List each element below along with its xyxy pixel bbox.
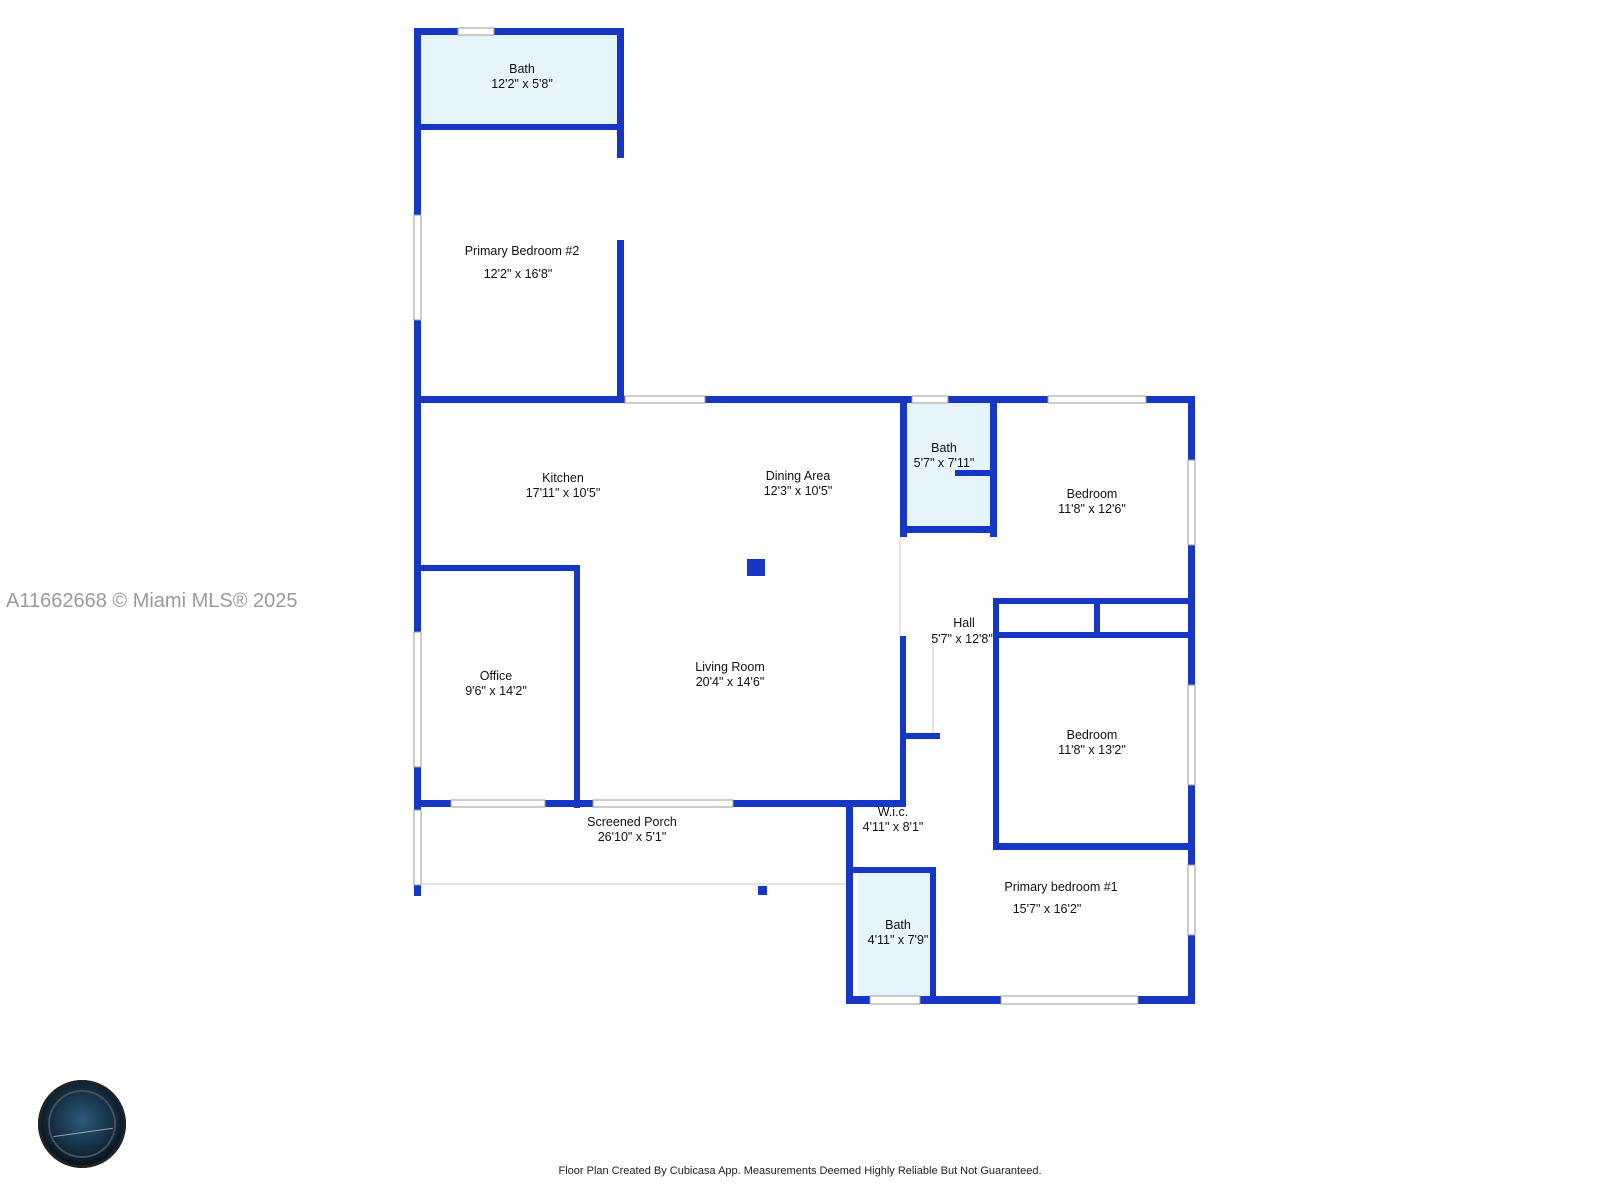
room-bath-primary-dims: 4'11" x 7'9" [868, 933, 929, 947]
room-screened-porch-name: Screened Porch [587, 815, 677, 829]
room-kitchen-dims: 17'11" x 10'5" [526, 486, 601, 500]
bath-primary-fill [858, 873, 936, 996]
room-living-room-name: Living Room [695, 660, 764, 674]
room-hall-dims: 5'7" x 12'8" [931, 632, 993, 646]
room-bath-hall-name: Bath [931, 441, 957, 455]
room-bedroom-2-dims: 11'8" x 13'2" [1058, 743, 1126, 757]
room-bath-primary-name: Bath [885, 918, 911, 932]
bath-top-fill [418, 35, 620, 127]
room-bath-top-name: Bath [509, 62, 535, 76]
room-bedroom-2-name: Bedroom [1067, 728, 1118, 742]
room-office-name: Office [480, 669, 512, 683]
mls-watermark: A11662668 © Miami MLS® 2025 [6, 590, 298, 612]
photographer-logo [38, 1080, 126, 1168]
room-wic-name: W.i.c. [878, 805, 909, 819]
room-wic-dims: 4'11" x 8'1" [863, 820, 924, 834]
room-primary-bedroom-1-dims: 15'7" x 16'2" [1013, 902, 1082, 916]
room-bath-hall-dims: 5'7" x 7'11" [914, 456, 975, 470]
room-dining-area-name: Dining Area [766, 469, 831, 483]
room-bedroom-1-name: Bedroom [1067, 487, 1118, 501]
bath-hall-fill [906, 403, 993, 527]
room-bedroom-1-dims: 11'8" x 12'6" [1058, 502, 1126, 516]
windows [413, 27, 1196, 1005]
thin-lines [421, 537, 934, 885]
room-primary-bedroom-2-name: Primary Bedroom #2 [465, 244, 580, 258]
logo-lens-ring [48, 1090, 116, 1158]
room-dining-area-dims: 12'3" x 10'5" [764, 484, 833, 498]
room-living-room-dims: 20'4" x 14'6" [696, 675, 765, 689]
room-primary-bedroom-2-dims: 12'2" x 16'8" [484, 267, 553, 281]
room-office-dims: 9'6" x 14'2" [465, 684, 527, 698]
room-primary-bedroom-1-name: Primary bedroom #1 [1004, 880, 1117, 894]
room-labels: Bath 12'2" x 5'8" Primary Bedroom #2 12'… [465, 62, 1126, 947]
room-screened-porch-dims: 26'10" x 5'1" [598, 830, 667, 844]
walls [414, 28, 1195, 1004]
room-kitchen-name: Kitchen [542, 471, 584, 485]
room-hall-name: Hall [953, 616, 975, 630]
room-bath-top-dims: 12'2" x 5'8" [491, 77, 553, 91]
floor-plan-disclaimer: Floor Plan Created By Cubicasa App. Meas… [558, 1165, 1042, 1177]
